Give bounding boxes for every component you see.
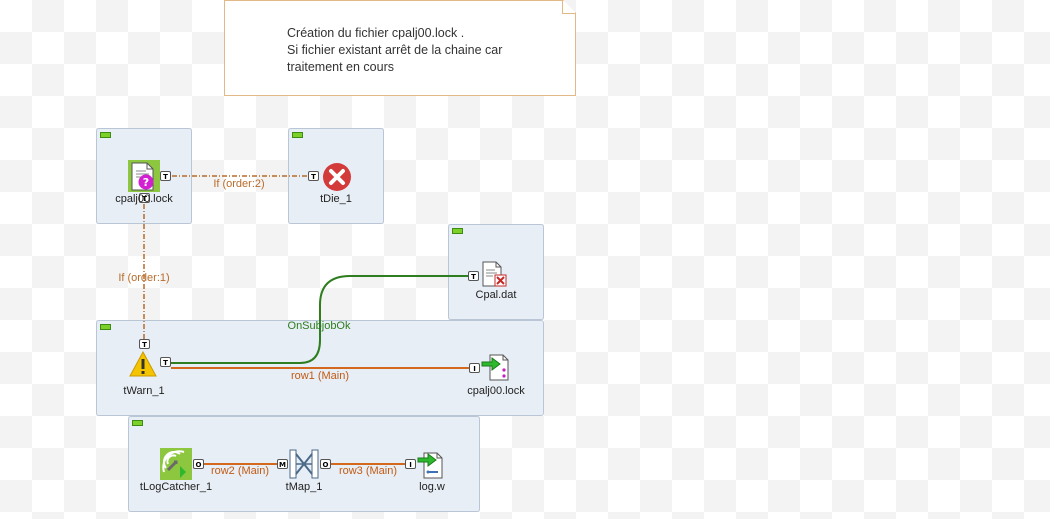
note-fold bbox=[563, 0, 576, 13]
connector-trigger[interactable]: T bbox=[139, 193, 150, 204]
subjob-collapse-toggle[interactable] bbox=[132, 420, 143, 426]
component-label-cpalj-lock[interactable]: cpalj00.lock bbox=[115, 193, 173, 205]
link-label-if-order2[interactable]: If (order:2) bbox=[213, 178, 265, 190]
svg-text:T: T bbox=[163, 173, 168, 181]
map-icon[interactable] bbox=[288, 448, 320, 480]
svg-text:?: ? bbox=[143, 176, 149, 189]
component-label-logw[interactable]: log.w bbox=[419, 481, 445, 493]
svg-text:T: T bbox=[471, 273, 476, 281]
log-catcher-icon[interactable] bbox=[160, 448, 192, 480]
subjob-collapse-toggle[interactable] bbox=[100, 132, 111, 138]
connector-main[interactable]: M bbox=[277, 459, 288, 470]
file-output-icon[interactable] bbox=[480, 352, 512, 382]
subjob-collapse-toggle[interactable] bbox=[452, 228, 463, 234]
file-exist-question-icon[interactable]: ? bbox=[128, 160, 160, 192]
connector-input[interactable]: I bbox=[469, 363, 480, 374]
connector-trigger[interactable]: T bbox=[160, 357, 171, 368]
svg-text:I: I bbox=[473, 365, 476, 373]
svg-text:T: T bbox=[163, 359, 168, 367]
svg-text:M: M bbox=[279, 461, 286, 469]
note-text: Création du fichier cpalj00.lock . Si fi… bbox=[287, 26, 503, 74]
connector-trigger[interactable]: T bbox=[308, 171, 319, 182]
link-label-onsubjobok[interactable]: OnSubjobOk bbox=[287, 320, 351, 332]
component-label-cpalj-lock-out[interactable]: cpalj00.lock bbox=[467, 385, 525, 397]
note-fold-edge bbox=[562, 13, 575, 14]
link-label-if-order1[interactable]: If (order:1) bbox=[118, 272, 170, 284]
subjob-collapse-toggle[interactable] bbox=[100, 324, 111, 330]
connector-trigger[interactable]: T bbox=[139, 339, 150, 350]
connector-output[interactable]: O bbox=[320, 459, 331, 470]
component-label-tmap[interactable]: tMap_1 bbox=[285, 481, 323, 493]
svg-text:O: O bbox=[196, 461, 202, 469]
svg-text:I: I bbox=[409, 461, 412, 469]
component-label-tlogcatcher[interactable]: tLogCatcher_1 bbox=[139, 481, 213, 493]
warning-icon[interactable] bbox=[128, 350, 158, 378]
subjob-collapse-toggle[interactable] bbox=[292, 132, 303, 138]
link-onsubjobok[interactable] bbox=[171, 275, 469, 364]
note-fold-edge bbox=[562, 1, 563, 14]
svg-text:T: T bbox=[142, 195, 147, 203]
component-label-tdie[interactable]: tDie_1 bbox=[320, 193, 352, 205]
close-icon[interactable] bbox=[322, 162, 352, 192]
connector-input[interactable]: I bbox=[405, 459, 416, 470]
note[interactable]: Création du fichier cpalj00.lock . Si fi… bbox=[224, 0, 576, 96]
file-output-log-icon[interactable] bbox=[416, 450, 448, 480]
component-label-twarn[interactable]: tWarn_1 bbox=[123, 385, 165, 397]
link-label-row1[interactable]: row1 (Main) bbox=[290, 370, 350, 382]
svg-text:O: O bbox=[323, 461, 329, 469]
link-label-row3[interactable]: row3 (Main) bbox=[338, 465, 398, 477]
link-label-row2[interactable]: row2 (Main) bbox=[210, 465, 270, 477]
component-label-cpal-dat[interactable]: Cpal.dat bbox=[475, 289, 517, 301]
connector-trigger[interactable]: T bbox=[160, 171, 171, 182]
svg-text:T: T bbox=[142, 341, 147, 349]
connector-output[interactable]: O bbox=[193, 459, 204, 470]
connector-trigger[interactable]: T bbox=[468, 271, 479, 282]
svg-text:T: T bbox=[311, 173, 316, 181]
file-delete-icon[interactable] bbox=[480, 260, 508, 288]
